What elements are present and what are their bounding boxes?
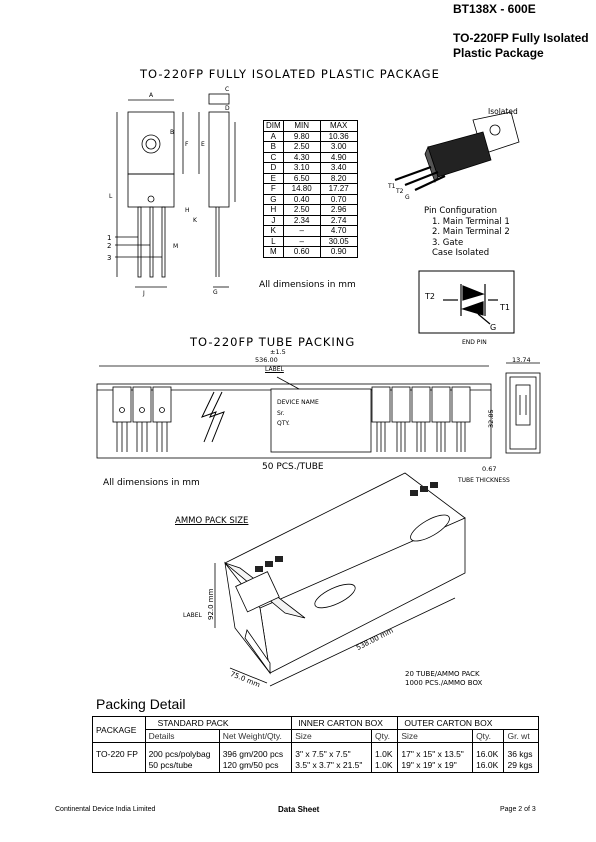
table-row: K–4.70 bbox=[263, 225, 358, 237]
pin-config-item: 1. Main Terminal 1 bbox=[432, 216, 510, 227]
ammo-note: 20 TUBE/AMMO PACK 1000 PCS./AMMO BOX bbox=[405, 670, 482, 688]
pin-number-2: 2 bbox=[107, 242, 111, 250]
dimension-table-header: DIM MIN MAX bbox=[263, 120, 358, 132]
section-tube-title: TO-220FP TUBE PACKING bbox=[190, 335, 356, 349]
label-serial: Sr. bbox=[277, 409, 285, 417]
col-standard-pack: STANDARD PACK bbox=[144, 716, 293, 730]
tube-thickness-label: TUBE THICKNESS bbox=[458, 477, 510, 484]
ammo-note-line2: 1000 PCS./AMMO BOX bbox=[405, 679, 483, 687]
ammo-label: LABEL bbox=[183, 612, 202, 619]
tube-dimensions-note: All dimensions in mm bbox=[103, 478, 200, 488]
symbol-t1: T1 bbox=[499, 303, 510, 312]
package-3d-drawing: Isolated T1 T2 G bbox=[387, 107, 520, 201]
pin-config-item: 3. Gate bbox=[432, 237, 464, 248]
symbol-g: G bbox=[490, 323, 496, 332]
col-package: PACKAGE bbox=[92, 716, 146, 743]
pin-label-t2: T2 bbox=[395, 188, 404, 195]
footer-company: Continental Device India Limited bbox=[55, 806, 156, 813]
packing-header-row: PACKAGE STANDARD PACK INNER CARTON BOX O… bbox=[92, 716, 539, 743]
packing-detail-table: PACKAGE STANDARD PACK INNER CARTON BOX O… bbox=[92, 716, 539, 773]
pin-config-item: Case Isolated bbox=[432, 248, 490, 258]
dim-letter-d: D bbox=[225, 105, 230, 112]
tube-thickness-value: 0.67 bbox=[482, 465, 497, 473]
package-outline-drawing: A B C D E F G H J K L M 1 2 3 bbox=[107, 86, 236, 297]
table-row: L–30.05 bbox=[263, 235, 358, 247]
label-qty: QTY. bbox=[277, 420, 290, 427]
dim-letter-m: M bbox=[173, 243, 178, 250]
dim-letter-e: E bbox=[201, 141, 205, 148]
pcs-per-tube: 50 PCS./TUBE bbox=[262, 462, 324, 472]
packing-detail-title: Packing Detail bbox=[96, 696, 186, 712]
tube-width: 13.74 bbox=[512, 356, 531, 364]
tube-label-box: DEVICE NAME Sr. QTY. bbox=[277, 398, 319, 430]
tube-length: 536.00 bbox=[255, 356, 278, 364]
ammo-height-dim: 92.0 mm bbox=[207, 588, 215, 620]
footer-doc-type: Data Sheet bbox=[278, 805, 320, 814]
dim-letter-h: H bbox=[185, 207, 190, 214]
ammo-box-drawing bbox=[214, 472, 466, 687]
dimensions-note: All dimensions in mm bbox=[259, 280, 356, 290]
dim-letter-j: J bbox=[142, 290, 145, 297]
dim-letter-l: L bbox=[109, 193, 113, 200]
tube-tolerance: ±1.5 bbox=[270, 348, 286, 356]
pin-configuration: Pin Configuration 1. Main Terminal 1 2. … bbox=[424, 206, 510, 259]
package-title-line1: TO-220FP Fully Isolated bbox=[453, 31, 589, 45]
tube-packing-drawing bbox=[96, 365, 492, 459]
col-outer-carton: OUTER CARTON BOX bbox=[397, 716, 539, 730]
package-title-line2: Plastic Package bbox=[453, 46, 544, 60]
dim-letter-g: G bbox=[213, 289, 218, 296]
triac-symbol-box: T2 T1 G bbox=[418, 270, 515, 334]
end-pin-label: END PIN bbox=[462, 339, 487, 346]
label-device-name: DEVICE NAME bbox=[277, 399, 319, 406]
col-inner-carton: INNER CARTON BOX bbox=[291, 716, 399, 730]
dim-letter-a: A bbox=[149, 92, 154, 99]
isolated-label: Isolated bbox=[488, 107, 518, 116]
part-number: BT138X - 600E bbox=[453, 2, 536, 16]
dim-letter-c: C bbox=[225, 86, 229, 93]
section-package-title: TO-220FP FULLY ISOLATED PLASTIC PACKAGE bbox=[140, 67, 440, 81]
pin-config-item: 2. Main Terminal 2 bbox=[432, 227, 510, 237]
pin-number-3: 3 bbox=[107, 254, 111, 262]
ammo-note-line1: 20 TUBE/AMMO PACK bbox=[405, 670, 480, 678]
footer-page: Page 2 of 3 bbox=[500, 806, 536, 813]
dim-letter-k: K bbox=[193, 217, 198, 224]
pin-label-t1: T1 bbox=[387, 183, 396, 190]
tube-end-view bbox=[505, 362, 541, 454]
section-ammo-title: AMMO PACK SIZE bbox=[175, 516, 249, 526]
pin-label-g: G bbox=[405, 194, 410, 201]
packing-subheader-row: Details Net Weight/Qty. Size Qty. Size Q… bbox=[93, 729, 539, 743]
symbol-t2: T2 bbox=[424, 292, 435, 301]
tube-label-pointer: LABEL bbox=[265, 366, 284, 373]
tube-height: 32.85 bbox=[487, 409, 495, 428]
dim-letter-b: B bbox=[170, 129, 174, 136]
pin-config-title: Pin Configuration bbox=[424, 206, 498, 216]
pin-number-1: 1 bbox=[107, 234, 111, 242]
dim-letter-f: F bbox=[185, 141, 189, 148]
